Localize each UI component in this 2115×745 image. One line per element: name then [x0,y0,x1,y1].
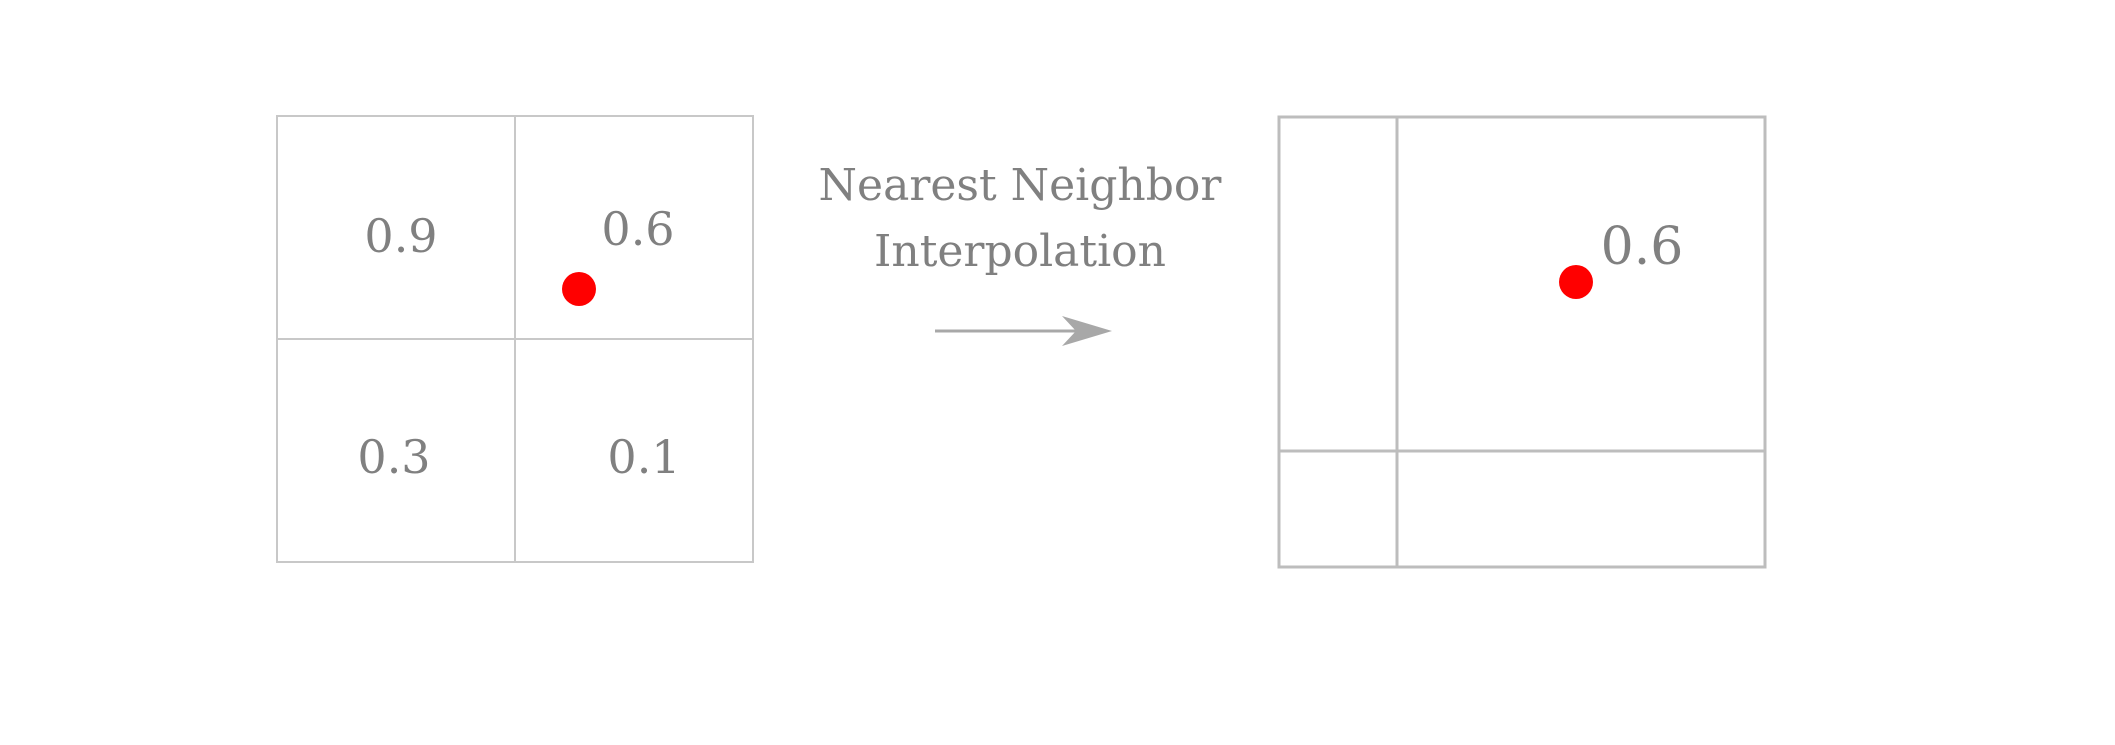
result-cell-value: 0.6 [1601,217,1684,277]
source-cell-top-right-value: 0.6 [601,202,674,256]
source-cell-bottom-left-value: 0.3 [357,430,430,484]
result-grid-border [1277,115,1767,569]
caption-line-1: Nearest Neighbor [819,160,1223,211]
right-arrow-icon [935,316,1112,346]
source-grid: 0.9 0.6 0.3 0.1 [276,115,754,563]
result-sample-point-marker [1559,265,1593,299]
source-cell-bottom-right-value: 0.1 [607,430,680,484]
source-cell-top-left-value: 0.9 [364,209,437,263]
caption-line-2: Interpolation [874,226,1166,277]
result-grid: 0.6 [1277,115,1767,569]
method-caption: Nearest Neighbor Interpolation [819,160,1223,277]
sample-point-marker [562,272,596,306]
